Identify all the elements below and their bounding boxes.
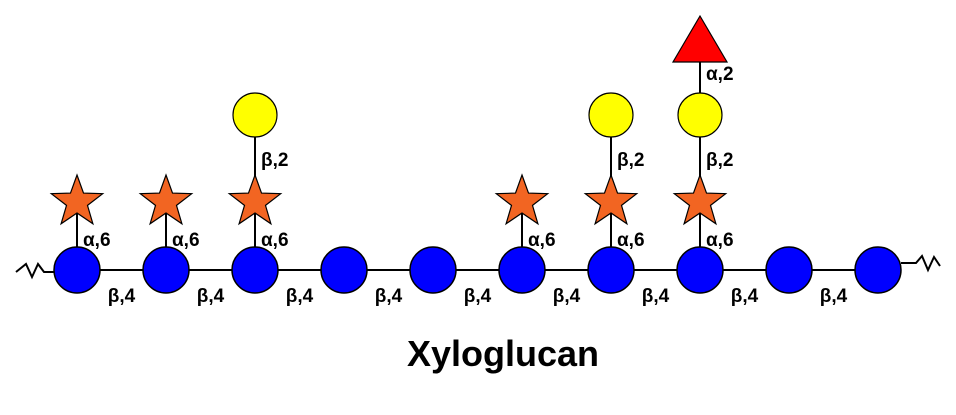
galactose-linkage-label: β,2 xyxy=(261,150,288,171)
backbone-linkage-label: β,4 xyxy=(286,286,314,307)
xylose-linkage-label: α,6 xyxy=(528,230,556,251)
backbone-linkage-label: β,4 xyxy=(108,286,136,307)
glucose-circle-icon xyxy=(498,246,546,294)
xylose-star-icon xyxy=(227,173,283,226)
xylose-linkage-label: α,6 xyxy=(706,230,734,251)
galactose-circle-icon xyxy=(677,92,723,138)
backbone-linkage-label: β,4 xyxy=(375,286,403,307)
diagram-title: Xyloglucan xyxy=(407,333,599,374)
backbone-linkage-label: β,4 xyxy=(553,286,581,307)
backbone-linkage-label: β,4 xyxy=(464,286,492,307)
fucose-triangle-icon xyxy=(671,14,729,63)
xylose-linkage-label: α,6 xyxy=(172,230,200,251)
glucose-circle-icon xyxy=(765,246,813,294)
backbone-linkage-label: β,4 xyxy=(731,286,759,307)
backbone-linkage-label: β,4 xyxy=(642,286,670,307)
galactose-circle-icon xyxy=(588,92,634,138)
fucose-linkage-label: α,2 xyxy=(706,64,734,85)
xylose-star-icon xyxy=(583,173,639,226)
glucose-circle-icon xyxy=(676,246,724,294)
glucose-circle-icon xyxy=(320,246,368,294)
galactose-circle-icon xyxy=(232,92,278,138)
xylose-linkage-label: α,6 xyxy=(261,230,289,251)
xylose-linkage-label: α,6 xyxy=(617,230,645,251)
backbone-linkage-label: β,4 xyxy=(820,286,848,307)
right-wavy-end-icon xyxy=(901,254,941,273)
backbone-linkage-label: β,4 xyxy=(197,286,225,307)
xylose-linkage-label: α,6 xyxy=(83,230,111,251)
galactose-linkage-label: β,2 xyxy=(706,150,733,171)
left-wavy-end-icon xyxy=(15,262,54,280)
glucose-circle-icon xyxy=(53,246,101,294)
galactose-linkage-label: β,2 xyxy=(617,150,644,171)
glucose-circle-icon xyxy=(587,246,635,294)
xylose-star-icon xyxy=(672,173,728,226)
xylose-star-icon xyxy=(138,173,194,226)
glucose-circle-icon xyxy=(409,246,457,294)
xylose-star-icon xyxy=(49,173,105,226)
glucose-circle-icon xyxy=(854,246,902,294)
glucose-circle-icon xyxy=(231,246,279,294)
glucose-circle-icon xyxy=(142,246,190,294)
xylose-star-icon xyxy=(494,173,550,226)
